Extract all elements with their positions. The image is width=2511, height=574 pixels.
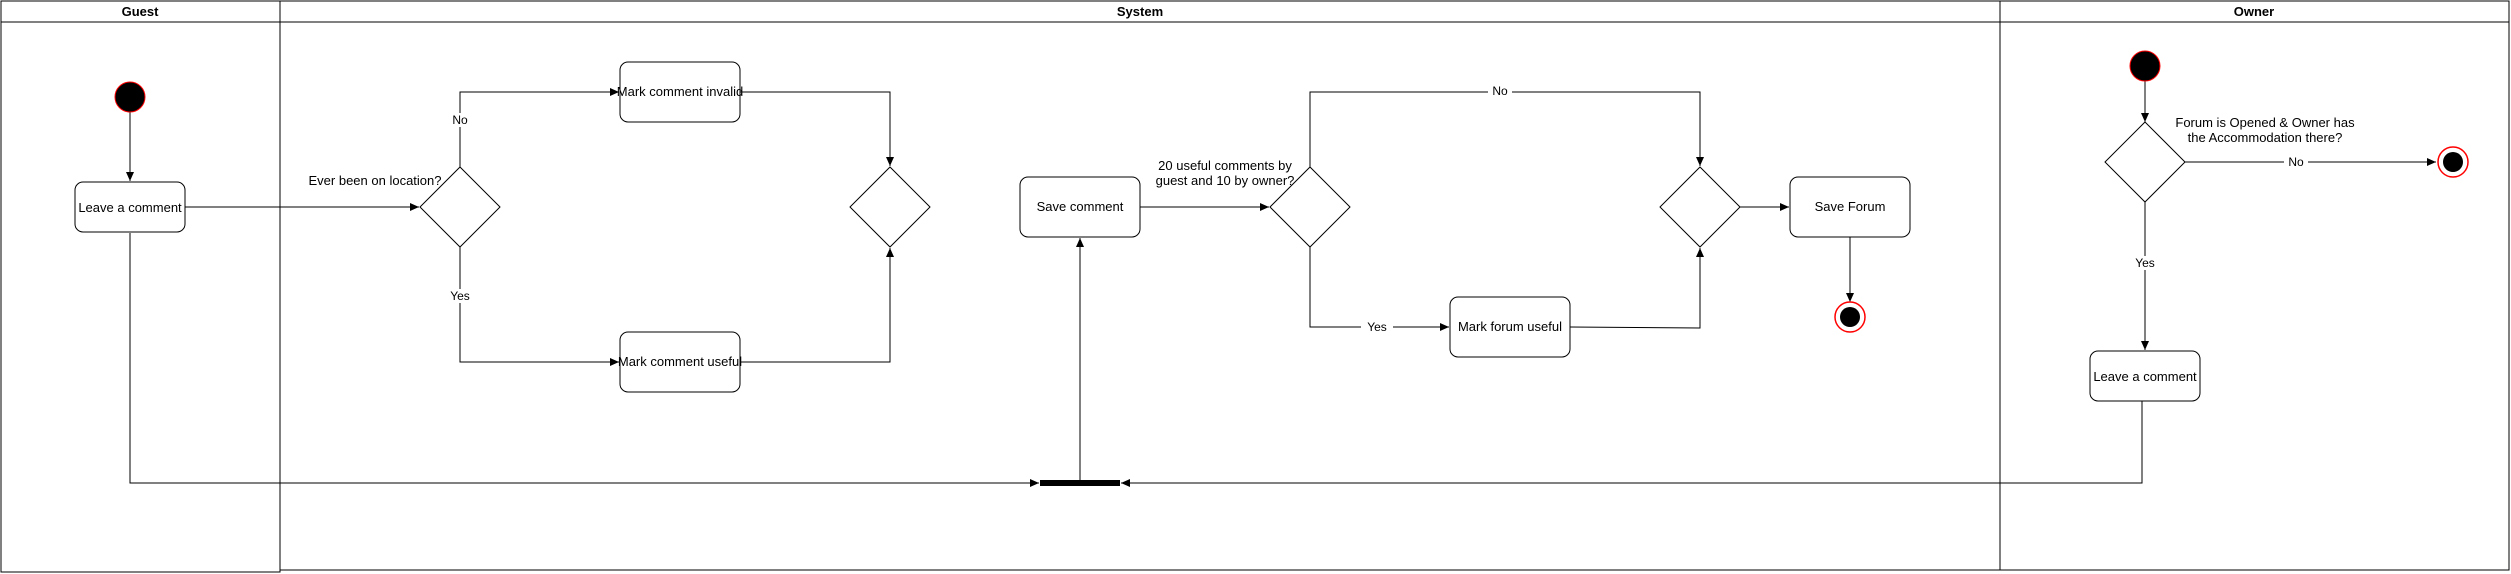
guest-start-node — [114, 81, 146, 113]
edge-label-yes-2: Yes — [1367, 320, 1387, 334]
edge-label-yes-3: Yes — [2135, 256, 2155, 270]
save-comment-label: Save comment — [1037, 199, 1124, 214]
mark-comment-useful-label: Mark comment useful — [618, 354, 742, 369]
edge-guest-to-join — [129, 233, 1039, 487]
edge-invalid-to-merge1 — [740, 91, 894, 166]
edge-owner-to-join — [1121, 401, 2143, 487]
save-comment-action: Save comment — [1019, 176, 1141, 238]
edge-label-no-2: No — [1492, 84, 1508, 98]
decision-forum-open — [2104, 121, 2186, 203]
lane-owner-title: Owner — [2234, 4, 2274, 19]
mark-forum-useful-label: Mark forum useful — [1458, 319, 1562, 334]
save-forum-label: Save Forum — [1815, 199, 1886, 214]
join-bar — [1040, 480, 1120, 486]
condition-useful-comments-line1: 20 useful comments by — [1158, 158, 1292, 173]
edge-decision1-yes — [459, 247, 619, 366]
owner-leave-comment-action: Leave a comment — [2089, 350, 2201, 402]
guest-leave-comment-action: Leave a comment — [74, 181, 186, 233]
lane-system-title: System — [1117, 4, 1163, 19]
system-final-node — [1834, 301, 1866, 333]
lane-guest-title: Guest — [122, 4, 160, 19]
condition-ever-been: Ever been on location? — [309, 173, 442, 188]
condition-forum-open-line2: the Accommodation there? — [2188, 130, 2343, 145]
mark-comment-invalid-label: Mark comment invalid — [617, 84, 743, 99]
edge-label-no-3: No — [2288, 155, 2304, 169]
edge-label-no-1: No — [452, 113, 468, 127]
edge-decision1-no — [459, 88, 619, 167]
save-forum-action: Save Forum — [1789, 176, 1911, 238]
mark-forum-useful-action: Mark forum useful — [1449, 296, 1571, 358]
owner-start-node — [2129, 50, 2161, 82]
guest-leave-comment-label: Leave a comment — [78, 200, 182, 215]
lane-system: System — [279, 0, 2001, 571]
lane-owner: Owner — [1999, 0, 2510, 571]
mark-comment-useful-action: Mark comment useful — [618, 331, 742, 393]
merge-node-2 — [1659, 166, 1741, 248]
owner-leave-comment-label: Leave a comment — [2093, 369, 2197, 384]
edge-decision2-yes — [1309, 247, 1449, 331]
decision-ever-been — [419, 166, 501, 248]
mark-comment-invalid-action: Mark comment invalid — [617, 61, 743, 123]
edge-forum-useful-to-merge2 — [1569, 248, 1704, 329]
decision-useful-comments — [1269, 166, 1351, 248]
condition-useful-comments-line2: guest and 10 by owner? — [1156, 173, 1295, 188]
owner-final-node — [2437, 146, 2469, 178]
merge-node-1 — [849, 166, 931, 248]
edge-useful-to-merge1 — [740, 248, 894, 363]
edge-decision2-no — [1309, 91, 1704, 167]
edge-label-yes-1: Yes — [450, 289, 470, 303]
condition-forum-open-line1: Forum is Opened & Owner has — [2175, 115, 2355, 130]
